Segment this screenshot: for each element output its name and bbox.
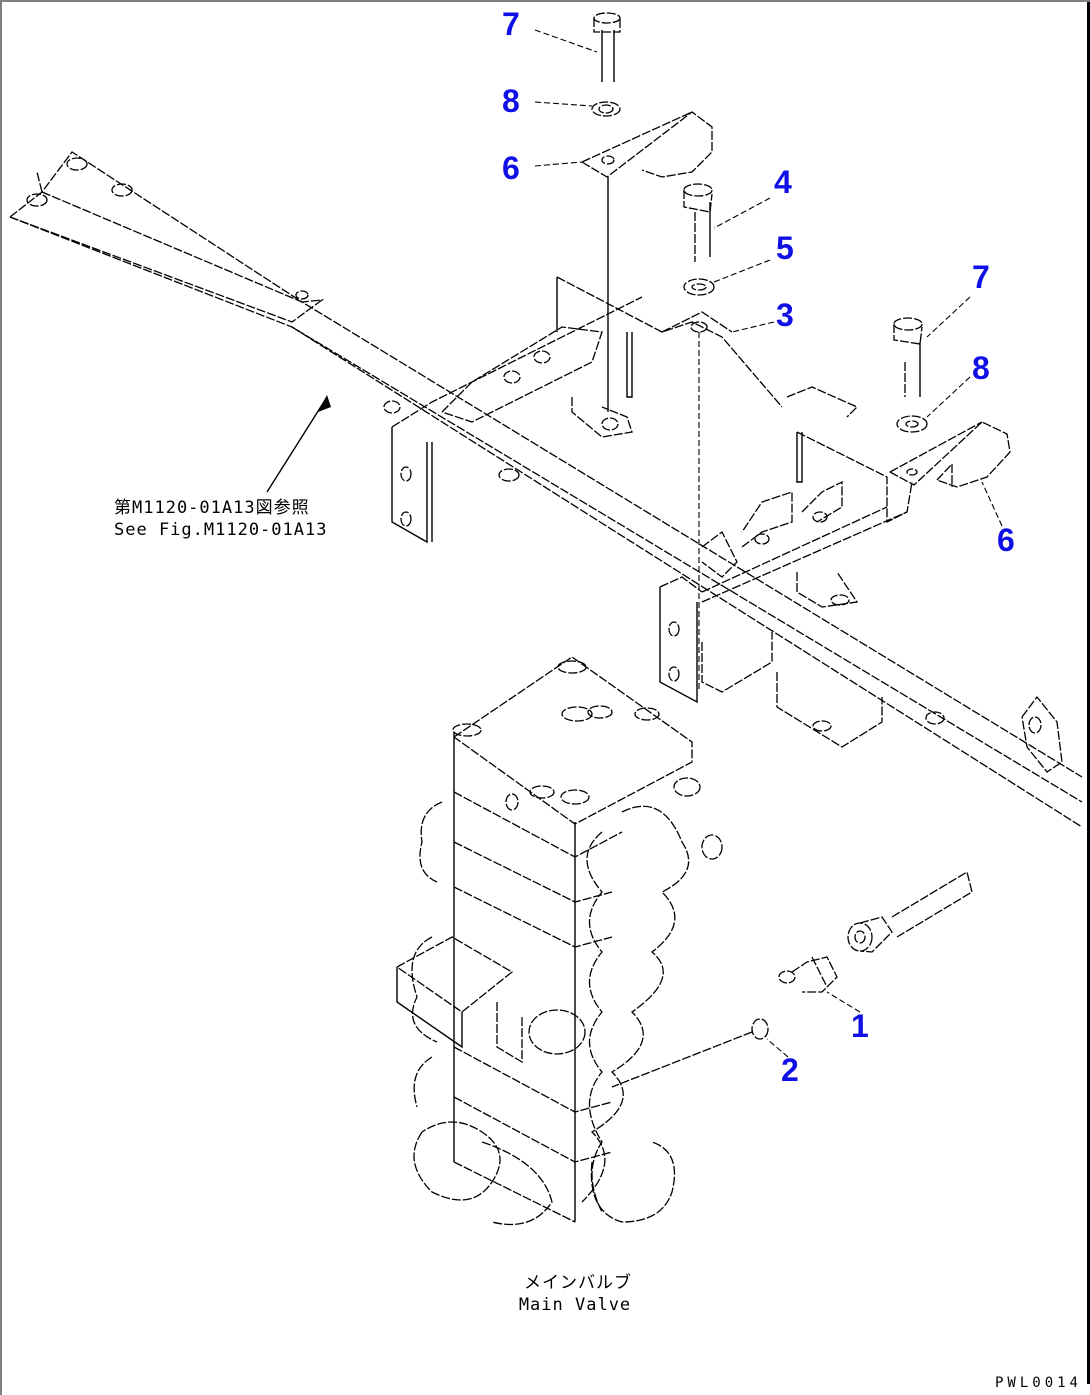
callout-2: 2	[781, 1052, 799, 1088]
callout-8-right: 8	[972, 350, 990, 386]
main-valve-label: メインバルブ Main Valve	[518, 1272, 632, 1316]
callout-3: 3	[776, 297, 794, 333]
bolt-7-upper	[593, 12, 621, 82]
callout-4: 4	[774, 164, 792, 200]
washer-8-right	[896, 415, 928, 433]
callout-5: 5	[776, 230, 794, 266]
bolt-4	[683, 183, 713, 262]
reference-note-en: See Fig.M1120-01A13	[114, 520, 328, 540]
bracket-assembly	[441, 276, 913, 704]
leader-lines	[266, 29, 1003, 1058]
bolt-7-right	[893, 317, 923, 397]
washer-8-upper	[591, 101, 621, 117]
main-valve-label-jp: メインバルブ	[524, 1273, 632, 1293]
drawing-code: PWL0014	[994, 1375, 1082, 1391]
callout-6-upper: 6	[502, 150, 520, 186]
main-valve	[396, 656, 723, 1226]
callout-8-upper: 8	[502, 83, 520, 119]
washer-5	[683, 278, 715, 692]
connector-fitting	[847, 870, 973, 953]
clamp-6-right	[889, 421, 1011, 488]
callout-1: 1	[851, 1008, 869, 1044]
callout-7-right: 7	[972, 259, 990, 295]
o-ring-2	[611, 1018, 769, 1088]
clamp-6-upper	[581, 111, 713, 412]
frame-bar	[9, 151, 1083, 828]
callout-6-right: 6	[997, 522, 1015, 558]
main-valve-label-en: Main Valve	[518, 1295, 632, 1315]
pressure-switch-1	[778, 956, 838, 993]
left-bracket	[391, 296, 643, 544]
reference-note-jp: 第M1120-01A13図参照	[114, 498, 310, 518]
callout-7-upper: 7	[502, 6, 520, 42]
reference-note: 第M1120-01A13図参照 See Fig.M1120-01A13	[114, 497, 327, 541]
